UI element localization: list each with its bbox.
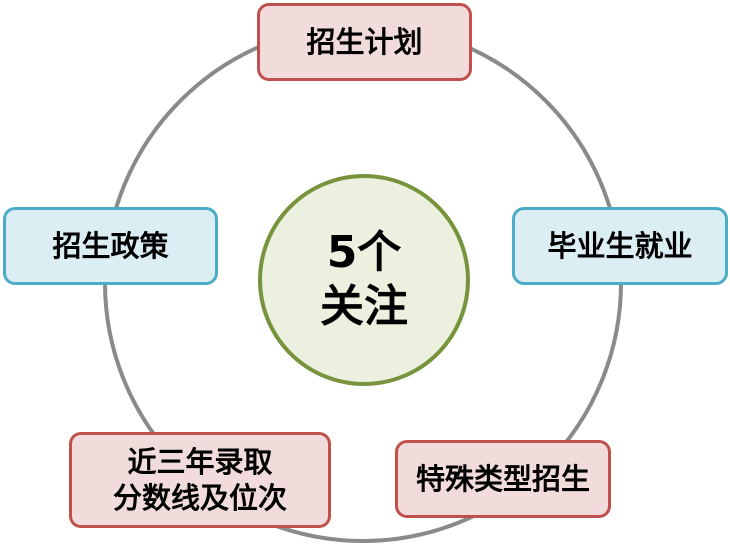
node-graduate-employment-label: 毕业生就业 (547, 229, 693, 263)
center-label: 5个关注 (320, 227, 408, 332)
node-special-enrollment-label: 特殊类型招生 (415, 462, 590, 496)
node-enrollment-policy-label: 招生政策 (52, 229, 169, 263)
center-circle: 5个关注 (258, 174, 470, 386)
node-admission-scores-line2: 分数线及位次 (112, 481, 287, 515)
node-special-enrollment: 特殊类型招生 (395, 440, 611, 518)
node-admission-scores-line1: 近三年录取 (127, 445, 273, 479)
node-graduate-employment: 毕业生就业 (512, 207, 728, 285)
node-enrollment-plan-label: 招生计划 (306, 25, 423, 59)
node-admission-scores: 近三年录取 分数线及位次 (69, 432, 331, 528)
node-enrollment-plan: 招生计划 (257, 3, 472, 81)
node-enrollment-policy: 招生政策 (3, 207, 218, 285)
